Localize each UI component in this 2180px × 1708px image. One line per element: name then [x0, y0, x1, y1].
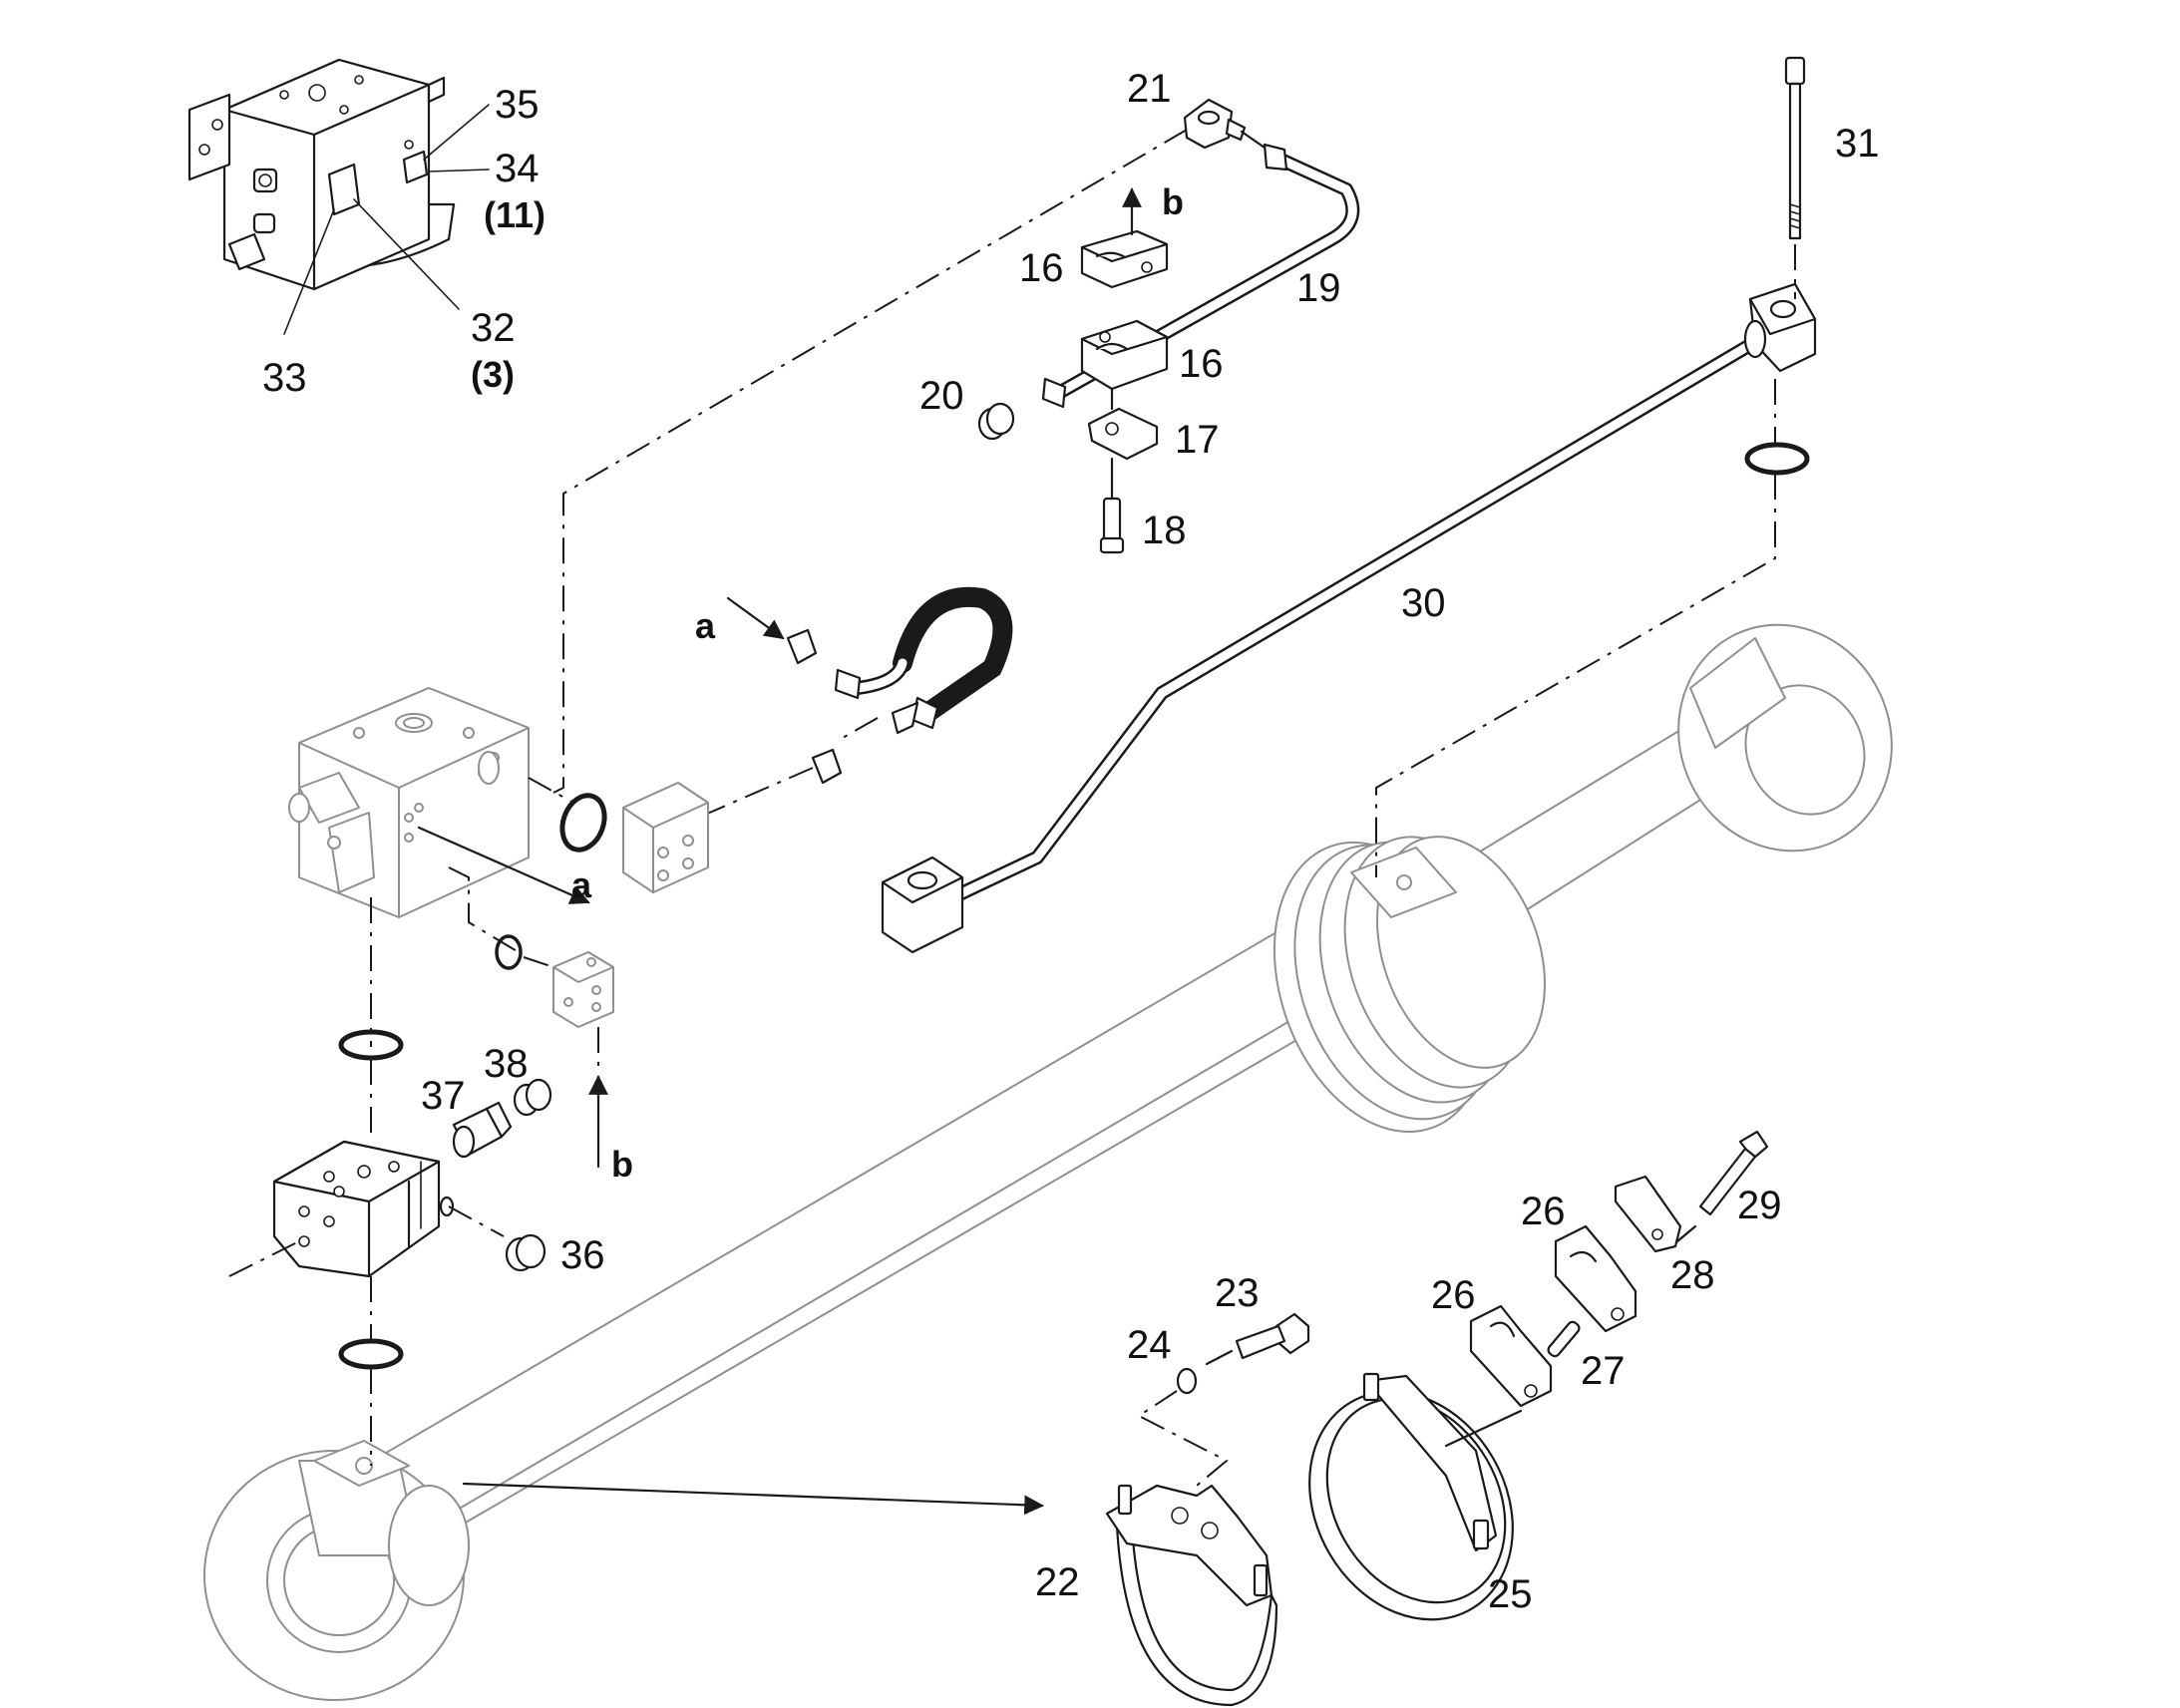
callout-32: 32 — [471, 306, 516, 350]
hydraulic-cylinder-ghost — [203, 623, 1893, 1701]
callout-19: 19 — [1296, 266, 1341, 310]
callout-18: 18 — [1142, 509, 1187, 552]
adapter-block — [622, 782, 709, 893]
screw-18 — [1099, 497, 1125, 554]
tube-19 — [1041, 143, 1360, 409]
callout-35: 35 — [495, 83, 540, 127]
callout-26-lower: 26 — [1431, 1273, 1476, 1317]
callout-22: 22 — [1035, 1560, 1080, 1604]
hose-assembly — [786, 586, 1013, 785]
callout-29: 29 — [1737, 1184, 1782, 1227]
small-block — [552, 951, 614, 1028]
clamp-22 — [1105, 1484, 1278, 1707]
clamp-half-16-upper — [1080, 229, 1169, 289]
callout-37: 37 — [421, 1074, 466, 1118]
bolt-23 — [1235, 1312, 1310, 1360]
callout-20: 20 — [919, 374, 964, 418]
callout-34: 34 — [495, 147, 540, 190]
callout-27: 27 — [1581, 1349, 1626, 1393]
callout-23: 23 — [1215, 1271, 1260, 1315]
callout-26-upper: 26 — [1521, 1190, 1566, 1233]
o-ring-upper-left — [338, 1029, 404, 1061]
callout-28: 28 — [1670, 1253, 1715, 1297]
callout-25: 25 — [1488, 1572, 1533, 1616]
o-ring-lower-left — [338, 1338, 404, 1370]
callout-31: 31 — [1835, 122, 1880, 166]
callout-38: 38 — [484, 1042, 529, 1086]
callout-30: 30 — [1401, 581, 1446, 625]
callout-17: 17 — [1175, 418, 1220, 462]
arrow-label-b-bottom: b — [611, 1144, 633, 1185]
manifold-block — [272, 1140, 455, 1278]
washer-24 — [1176, 1367, 1198, 1395]
callout-24: 24 — [1127, 1323, 1172, 1367]
valve-block — [288, 687, 530, 918]
arrow-label-a-top: a — [695, 605, 716, 646]
arrow-label-a-mid: a — [571, 864, 592, 905]
clamp-half-26-lower — [1469, 1304, 1553, 1408]
plate-17 — [1087, 407, 1159, 461]
callout-36: 36 — [560, 1233, 605, 1277]
plug-38 — [513, 1078, 552, 1117]
callout-33: 33 — [262, 356, 307, 400]
plug-20 — [977, 402, 1015, 441]
o-ring-valve-side — [559, 793, 607, 853]
callout-34-qty: (11) — [484, 194, 545, 235]
clamp-band-25 — [1308, 1372, 1514, 1621]
pipe-30 — [881, 282, 1817, 954]
fitting-37 — [452, 1101, 513, 1159]
bolt-29 — [1698, 1130, 1769, 1216]
arrow-label-b-top: b — [1162, 181, 1184, 222]
clamp-half-16-lower — [1080, 319, 1169, 391]
valve-thumbnail — [187, 58, 456, 291]
plug-36 — [505, 1233, 546, 1272]
pin-27 — [1547, 1320, 1581, 1358]
plate-28 — [1614, 1175, 1682, 1253]
bolt-31 — [1784, 56, 1806, 240]
callout-16-upper: 16 — [1019, 246, 1064, 290]
callout-32-qty: (3) — [471, 354, 515, 395]
callout-21: 21 — [1127, 67, 1172, 111]
callout-16-lower: 16 — [1179, 342, 1224, 386]
o-ring-pipe-top — [1744, 442, 1810, 476]
fitting-21 — [1183, 98, 1247, 150]
clamp-half-26-upper — [1554, 1224, 1637, 1333]
o-ring-small — [495, 934, 523, 970]
